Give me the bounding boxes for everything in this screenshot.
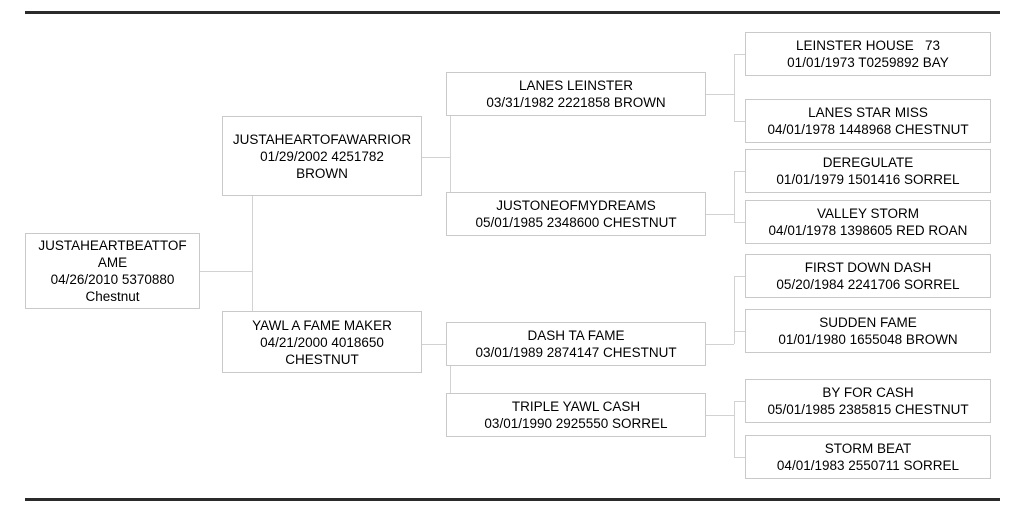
node-gen3-2-name: JUSTONEOFMYDREAMS [496,198,656,213]
node-gen4-3-details: 01/01/1979 1501416 SORREL [776,172,960,187]
node-gen3-2[interactable]: JUSTONEOFMYDREAMS 05/01/1985 2348600 CHE… [446,192,706,236]
node-subject-name-line1: JUSTAHEARTBEATTOF [38,238,187,253]
node-gen2-dam[interactable]: YAWL A FAME MAKER 04/21/2000 4018650 CHE… [222,311,422,373]
node-gen4-6[interactable]: SUDDEN FAME 01/01/1980 1655048 BROWN [745,309,991,353]
connector-subject-stub [200,271,252,272]
connector-spine-gen2 [252,147,253,342]
connector-gen4-7-stub [734,401,746,402]
connector-gen4-2-stub [734,121,746,122]
node-gen4-2-details: 04/01/1978 1448968 CHESTNUT [767,122,969,137]
connector-gen3-1-out [706,94,734,95]
connector-spine-gen4-2 [734,171,735,222]
node-gen3-4[interactable]: TRIPLE YAWL CASH 03/01/1990 2925550 SORR… [446,393,706,437]
node-gen3-4-details: 03/01/1990 2925550 SORREL [484,416,668,431]
node-gen3-2-details: 05/01/1985 2348600 CHESTNUT [475,215,677,230]
node-gen4-3[interactable]: DEREGULATE 01/01/1979 1501416 SORREL [745,149,991,193]
connector-gen3-3-out [706,344,734,345]
node-subject[interactable]: JUSTAHEARTBEATTOF AME 04/26/2010 5370880… [25,233,200,309]
node-gen4-8[interactable]: STORM BEAT 04/01/1983 2550711 SORREL [745,435,991,479]
connector-gen4-3-stub [734,171,746,172]
connector-gen3-4-out [706,415,734,416]
node-gen4-1-name: LEINSTER HOUSE 73 [795,38,941,53]
node-gen4-7[interactable]: BY FOR CASH 05/01/1985 2385815 CHESTNUT [745,379,991,423]
node-gen4-8-name: STORM BEAT [824,441,912,456]
node-gen4-1[interactable]: LEINSTER HOUSE 73 01/01/1973 T0259892 BA… [745,32,991,76]
bottom-divider-rule [25,498,1000,501]
connector-spine-gen4-3 [734,276,735,344]
node-gen4-4[interactable]: VALLEY STORM 04/01/1978 1398605 RED ROAN [745,200,991,244]
node-gen3-1[interactable]: LANES LEINSTER 03/31/1982 2221858 BROWN [446,72,706,116]
node-gen4-7-details: 05/01/1985 2385815 CHESTNUT [767,402,969,417]
node-gen4-5-details: 05/20/1984 2241706 SORREL [776,277,960,292]
node-gen2-sire[interactable]: JUSTAHEARTOFAWARRIOR 01/29/2002 4251782 … [222,116,422,196]
connector-gen3-2-out [706,214,734,215]
node-gen2-sire-name: JUSTAHEARTOFAWARRIOR [232,131,412,147]
node-gen4-1-details: 01/01/1973 T0259892 BAY [787,55,949,70]
node-gen3-3[interactable]: DASH TA FAME 03/01/1989 2874147 CHESTNUT [446,322,706,366]
connector-gen4-5-stub [734,276,746,277]
node-gen4-4-details: 04/01/1978 1398605 RED ROAN [768,223,968,238]
node-gen4-4-name: VALLEY STORM [816,206,920,221]
connector-spine-gen3-a [450,94,451,214]
node-gen4-5-name: FIRST DOWN DASH [804,260,932,275]
node-gen3-4-name: TRIPLE YAWL CASH [511,399,641,414]
node-gen4-7-name: BY FOR CASH [822,385,914,400]
node-gen4-6-name: SUDDEN FAME [819,315,917,330]
node-gen3-1-name: LANES LEINSTER [518,78,634,93]
connector-gen4-6-stub [734,331,746,332]
node-gen4-2-name: LANES STAR MISS [808,105,928,120]
connector-spine-gen4-1 [734,54,735,121]
node-gen4-6-details: 01/01/1980 1655048 BROWN [778,332,958,347]
connector-spine-gen3-b [450,344,451,415]
top-divider-rule [25,11,1000,14]
node-subject-color: Chestnut [85,289,140,304]
node-subject-name-line2: AME [97,255,128,270]
node-gen4-5[interactable]: FIRST DOWN DASH 05/20/1984 2241706 SORRE… [745,254,991,298]
node-gen3-3-name: DASH TA FAME [527,328,625,343]
node-gen2-dam-details: 04/21/2000 4018650 [260,334,384,350]
node-gen3-1-details: 03/31/1982 2221858 BROWN [486,95,666,110]
node-gen4-8-details: 04/01/1983 2550711 SORREL [776,458,960,473]
connector-gen4-8-stub [734,457,746,458]
node-gen2-sire-details: 01/29/2002 4251782 [260,148,384,164]
node-gen3-3-details: 03/01/1989 2874147 CHESTNUT [475,345,677,360]
connector-gen4-4-stub [734,222,746,223]
node-gen2-sire-color: BROWN [296,165,348,181]
connector-gen4-1-stub [734,54,746,55]
node-subject-details: 04/26/2010 5370880 [50,272,175,287]
node-gen2-dam-name: YAWL A FAME MAKER [252,317,392,333]
node-gen2-dam-color: CHESTNUT [285,351,359,367]
connector-spine-gen4-4 [734,401,735,457]
connector-gen2b-stub [422,344,450,345]
node-gen4-3-name: DEREGULATE [822,155,914,170]
node-gen4-2[interactable]: LANES STAR MISS 04/01/1978 1448968 CHEST… [745,99,991,143]
connector-gen2a-stub [422,157,450,158]
